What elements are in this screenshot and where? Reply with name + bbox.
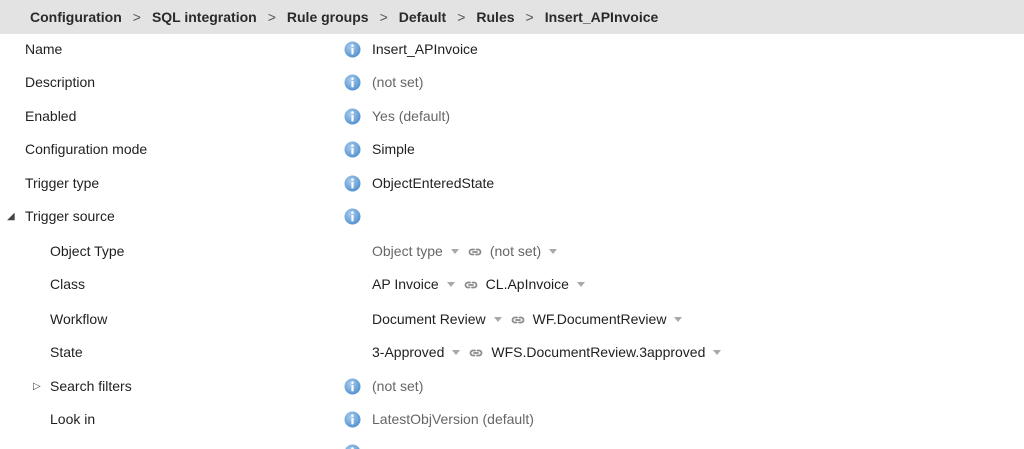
property-label-workflow: Workflow: [50, 311, 108, 327]
property-value-configuration-mode[interactable]: Simple: [372, 141, 415, 157]
info-icon[interactable]: [344, 108, 361, 125]
property-row-look-in: Look in LatestObjVersion (default): [0, 403, 1024, 436]
breadcrumb: Configuration > SQL integration > Rule g…: [0, 0, 1024, 34]
property-label-enabled: Enabled: [25, 108, 77, 124]
property-label-class: Class: [50, 276, 86, 292]
workflow-alias[interactable]: WF.DocumentReview: [532, 311, 667, 327]
info-icon[interactable]: [344, 74, 361, 91]
property-label-look-in: Look in: [50, 411, 96, 427]
property-row-trigger-type: Trigger type ObjectEnteredState: [0, 167, 1024, 200]
caret-down-icon[interactable]: [493, 317, 502, 322]
class-selector[interactable]: AP Invoice: [372, 276, 439, 292]
info-icon[interactable]: [344, 175, 361, 192]
property-row-class: Class AP Invoice CL.ApInvoice: [0, 268, 1024, 301]
property-value-state[interactable]: 3-Approved WFS.DocumentReview.3approved: [372, 336, 730, 369]
info-icon[interactable]: [344, 444, 361, 449]
breadcrumb-rules[interactable]: Rules: [476, 9, 515, 25]
property-label-name: Name: [25, 41, 63, 57]
property-row-state: State 3-Approved WFS.DocumentReview.3app…: [0, 336, 1024, 369]
info-icon[interactable]: [344, 141, 361, 158]
property-label-object-type: Object Type: [50, 243, 125, 259]
property-value-enabled[interactable]: Yes (default): [372, 108, 451, 124]
class-alias[interactable]: CL.ApInvoice: [485, 276, 569, 292]
property-label-description: Description: [25, 74, 96, 90]
caret-down-icon[interactable]: [452, 350, 461, 355]
breadcrumb-separator: >: [267, 9, 276, 25]
breadcrumb-default[interactable]: Default: [398, 9, 447, 25]
breadcrumb-rule-groups[interactable]: Rule groups: [286, 9, 369, 25]
property-value-object-type[interactable]: Object type (not set): [372, 235, 566, 268]
object-type-selector[interactable]: Object type: [372, 243, 443, 259]
link-icon: [464, 280, 478, 290]
collapse-toggle-icon[interactable]: ◢: [7, 211, 15, 222]
property-value-name[interactable]: Insert_APInvoice: [372, 41, 478, 57]
caret-down-icon[interactable]: [450, 249, 459, 254]
breadcrumb-sql-integration[interactable]: SQL integration: [151, 9, 257, 25]
property-label-trigger-source: Trigger source: [25, 208, 115, 224]
breadcrumb-separator: >: [132, 9, 141, 25]
property-value-search-filters[interactable]: (not set): [372, 378, 424, 394]
caret-down-icon[interactable]: [713, 350, 722, 355]
expand-toggle-icon[interactable]: ▷: [33, 381, 41, 392]
property-row-workflow: Workflow Document Review WF.DocumentRevi…: [0, 303, 1024, 336]
property-value-trigger-type[interactable]: ObjectEnteredState: [372, 175, 495, 191]
property-row-object-type: Object Type Object type (not set): [0, 235, 1024, 268]
property-value-workflow[interactable]: Document Review WF.DocumentReview: [372, 303, 691, 336]
caret-down-icon[interactable]: [549, 249, 558, 254]
object-type-alias[interactable]: (not set): [489, 243, 542, 259]
state-alias[interactable]: WFS.DocumentReview.3approved: [491, 344, 706, 360]
workflow-selector[interactable]: Document Review: [372, 311, 486, 327]
breadcrumb-separator: >: [379, 9, 388, 25]
info-icon[interactable]: [344, 378, 361, 395]
property-value-class[interactable]: AP Invoice CL.ApInvoice: [372, 268, 594, 301]
property-label-trigger-type: Trigger type: [25, 175, 100, 191]
property-label-state: State: [50, 344, 83, 360]
state-selector[interactable]: 3-Approved: [372, 344, 445, 360]
caret-down-icon[interactable]: [446, 282, 455, 287]
property-row-description: Description (not set): [0, 66, 1024, 99]
breadcrumb-separator: >: [457, 9, 466, 25]
info-icon[interactable]: [344, 411, 361, 428]
property-label-configuration-mode: Configuration mode: [25, 141, 148, 157]
info-icon[interactable]: [344, 208, 361, 225]
breadcrumb-configuration[interactable]: Configuration: [30, 9, 122, 25]
breadcrumb-separator: >: [525, 9, 534, 25]
link-icon: [468, 247, 482, 257]
link-icon: [469, 348, 483, 358]
property-value-look-in[interactable]: LatestObjVersion (default): [372, 411, 534, 427]
property-value-description[interactable]: (not set): [372, 74, 424, 90]
property-label-search-filters: Search filters: [50, 378, 132, 394]
caret-down-icon[interactable]: [674, 317, 683, 322]
info-icon[interactable]: [344, 41, 361, 58]
property-row-search-filters: ▷ Search filters (not set): [0, 370, 1024, 403]
link-icon: [511, 315, 525, 325]
breadcrumb-current-rule[interactable]: Insert_APInvoice: [544, 9, 659, 25]
property-row-trigger-source: ◢ Trigger source: [0, 200, 1024, 233]
property-row-name: Name Insert_APInvoice: [0, 33, 1024, 66]
property-row-configuration-mode: Configuration mode Simple: [0, 133, 1024, 166]
property-row-enabled: Enabled Yes (default): [0, 100, 1024, 133]
property-row-partial: [0, 436, 1024, 449]
caret-down-icon[interactable]: [576, 282, 585, 287]
